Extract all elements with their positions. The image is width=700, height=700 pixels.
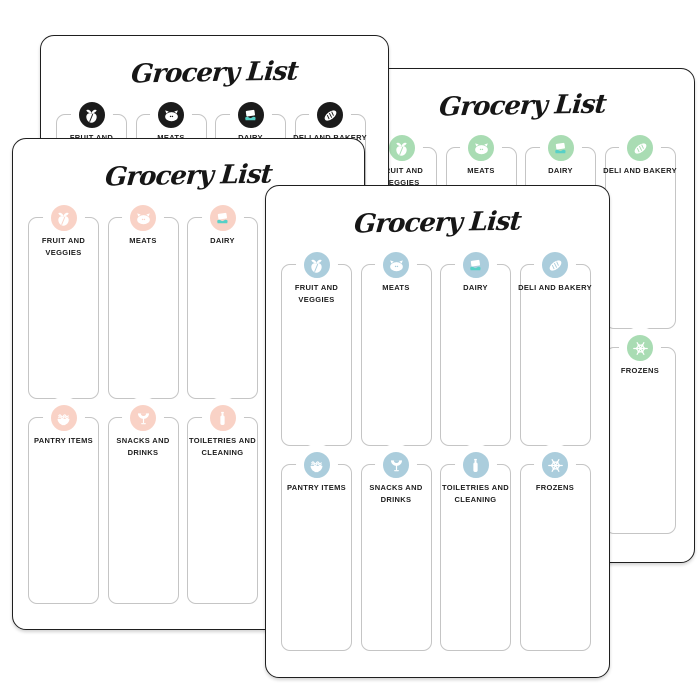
category-label: DELI AND BAKERY [518, 283, 592, 292]
category-label: SNACKS AND DRINKS [116, 436, 170, 457]
category-label: PANTRY ITEMS [286, 483, 347, 492]
dairy-butter-icon [539, 127, 582, 169]
frozens-snowflake-icon [534, 444, 576, 486]
snacks-drinks-glass-icon [122, 397, 164, 439]
category-label: DELI AND BAKERY [286, 132, 374, 144]
snacks-drinks-glass-icon [375, 444, 417, 486]
category-box-meats-pig: MEATS [107, 197, 179, 399]
deli-bread-icon [619, 127, 661, 169]
category-label: TOILETRIES AND CLEANING [189, 436, 256, 457]
fruit-and-veggies-icon [42, 197, 85, 239]
category-label: FRUIT AND VEGGIES [379, 166, 424, 187]
category-label: DELI AND BAKERY [603, 166, 677, 175]
category-label: DAIRY [210, 236, 235, 245]
dairy-butter-icon [201, 197, 244, 239]
pantry-bowl-icon [295, 444, 338, 486]
category-label: TOILETRIES AND CLEANING [442, 483, 509, 504]
meats-pig-icon [375, 244, 417, 286]
category-box-snacks-drinks-glass: SNACKS AND DRINKS [360, 444, 432, 651]
category-box-fruit-and-veggies: FRUIT AND VEGGIES [281, 244, 352, 446]
frozens-snowflake-icon [619, 327, 661, 369]
pantry-bowl-icon [42, 397, 85, 439]
category-label: FRUIT AND VEGGIES [41, 236, 86, 257]
category-box-deli-bread: DELI AND BAKERY [518, 244, 592, 446]
category-box-frozens-snowflake: FROZENS [604, 327, 676, 534]
category-box-deli-bread: DELI AND BAKERY [603, 127, 677, 329]
fruit-and-veggies-icon [70, 94, 113, 136]
meats-pig-icon [460, 127, 502, 169]
category-label: DAIRY [207, 132, 295, 144]
toiletries-bottle-icon [201, 397, 244, 439]
category-label: DAIRY [548, 166, 573, 175]
deli-bread-icon [309, 94, 351, 136]
category-box-frozens-snowflake: FROZENS [519, 444, 591, 651]
category-label: SNACKS AND DRINKS [369, 483, 423, 504]
toiletries-bottle-icon [454, 444, 497, 486]
category-label: FRUIT AND VEGGIES [294, 283, 339, 304]
category-box-toiletries-bottle: TOILETRIES AND CLEANING [440, 444, 511, 651]
category-box-dairy-butter: DAIRY [440, 244, 511, 446]
category-label: PANTRY ITEMS [33, 436, 94, 445]
category-label: MEATS [127, 132, 215, 144]
dairy-butter-icon [454, 244, 497, 286]
category-box-toiletries-bottle: TOILETRIES AND CLEANING [187, 397, 258, 604]
category-label: MEATS [129, 236, 157, 245]
category-box-meats-pig: MEATS [360, 244, 432, 446]
category-label: FROZENS [620, 366, 660, 375]
category-label: MEATS [382, 283, 410, 292]
meats-pig-icon [122, 197, 164, 239]
category-label: MEATS [467, 166, 495, 175]
category-box-pantry-bowl: PANTRY ITEMS [28, 397, 99, 604]
category-label: FROZENS [535, 483, 575, 492]
category-box-fruit-and-veggies: FRUIT AND VEGGIES [28, 197, 99, 399]
category-box-pantry-bowl: PANTRY ITEMS [281, 444, 352, 651]
meats-pig-icon [150, 94, 192, 136]
fruit-and-veggies-icon [295, 244, 338, 286]
category-box-snacks-drinks-glass: SNACKS AND DRINKS [107, 397, 179, 604]
category-label: DAIRY [463, 283, 488, 292]
page-title: Grocery List [437, 89, 608, 123]
category-box-dairy-butter: DAIRY [187, 197, 258, 399]
deli-bread-icon [534, 244, 576, 286]
page-title: Grocery List [352, 206, 523, 240]
dairy-butter-icon [229, 94, 272, 136]
page-title: Grocery List [129, 56, 300, 90]
